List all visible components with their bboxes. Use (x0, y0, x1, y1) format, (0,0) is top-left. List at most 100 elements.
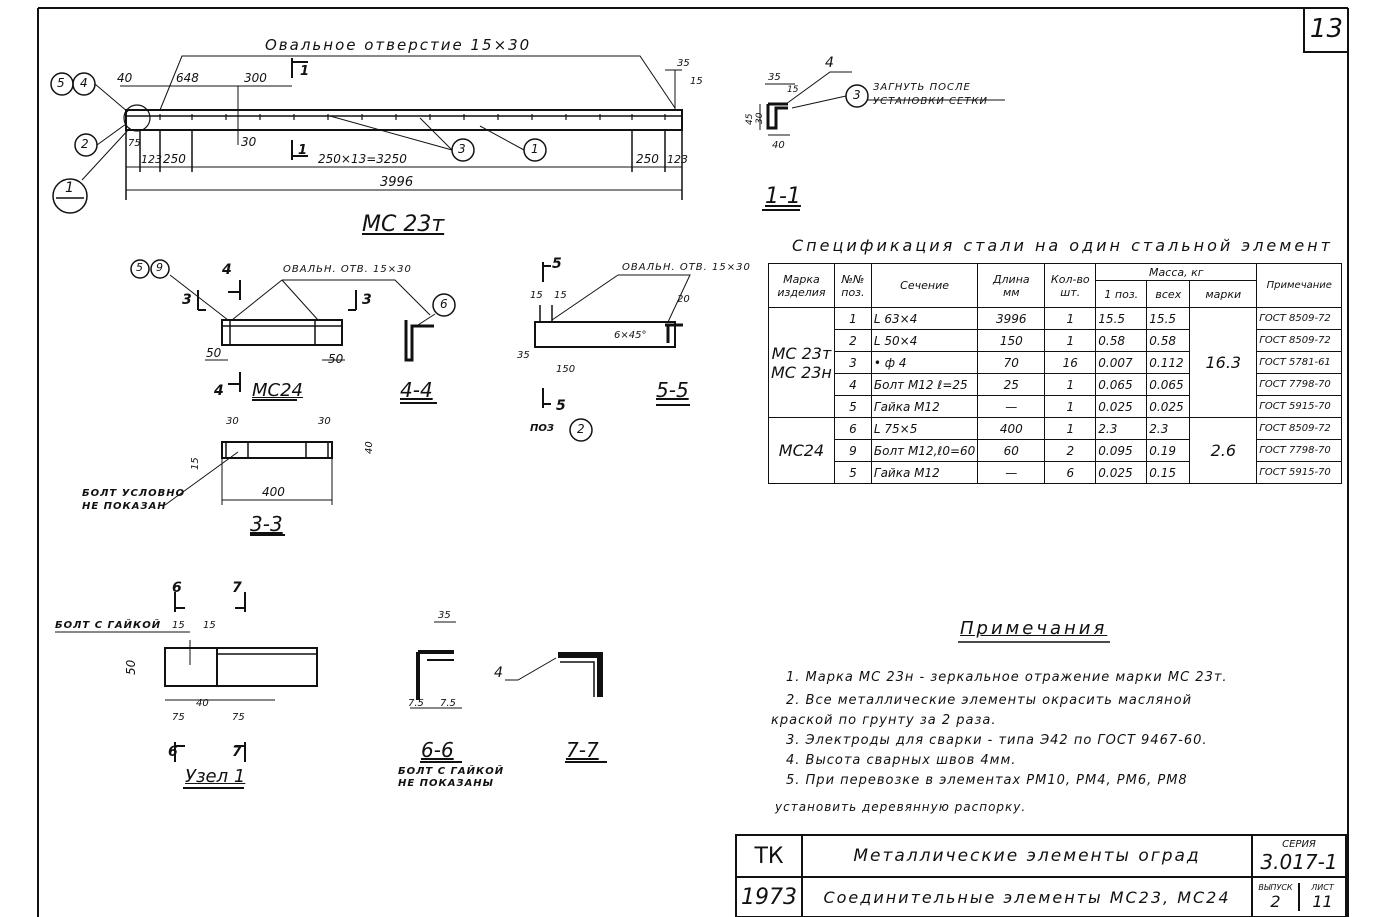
node-mark-6-bottom: 6 (168, 744, 178, 760)
spec-length: 400 (977, 417, 1046, 440)
spec-qty: 1 (1044, 395, 1097, 418)
spec-mass-all: 0.112 (1146, 351, 1191, 374)
section-3-3-note-1: БОЛТ УСЛОВНО (82, 488, 186, 499)
spec-section: Гайка М12 (870, 461, 979, 484)
callout-5: 5 (57, 76, 65, 90)
dimension-label: 75 (232, 712, 245, 723)
callout-1: 1 (531, 142, 539, 156)
dimension-label: 15 (554, 290, 567, 301)
pos-label: ПОЗ (530, 423, 554, 434)
spec-section: L 50×4 (870, 329, 979, 352)
dimension-label: 15 (787, 85, 799, 95)
sheet-value: 11 (1312, 892, 1333, 911)
title-block-issue-cell: ВЫПУСК 2 ЛИСТ 11 (1251, 876, 1347, 917)
spec-mass-all: 0.19 (1146, 439, 1191, 462)
spec-qty: 2 (1044, 439, 1097, 462)
spec-mass-pos: 15.5 (1095, 307, 1148, 330)
spec-section: • ф 4 (870, 351, 979, 374)
callout-6: 6 (440, 297, 448, 311)
section-1-1-note-1: ЗАГНУТЬ ПОСЛЕ (873, 82, 971, 93)
dimension-label: 300 (244, 71, 267, 85)
spec-mass-all: 0.58 (1146, 329, 1191, 352)
spec-section: L 63×4 (870, 307, 979, 330)
spec-length: 25 (977, 373, 1046, 396)
spec-qty: 6 (1044, 461, 1097, 484)
spec-length: 150 (977, 329, 1046, 352)
dimension-label: 30 (226, 416, 239, 427)
dimension-label: 30 (755, 112, 765, 124)
spec-qty: 16 (1044, 351, 1097, 374)
spec-section: Болт М12 ℓ=25 (870, 373, 979, 396)
node-mark-7-top: 7 (232, 580, 242, 596)
spec-mark-name: МС24 (778, 441, 825, 460)
title-block-line-2: Соединительные элементы МС23, МС24 (801, 876, 1253, 917)
note-line-1: 1. Марка МС 23н - зеркальное отражение м… (786, 670, 1228, 685)
spec-mass-mark: 2.6 (1189, 417, 1258, 484)
dimension-label: 40 (772, 140, 785, 151)
spec-note: ГОСТ 8509-72 (1256, 417, 1343, 440)
dimension-label: 150 (556, 364, 575, 375)
spec-mass-pos: 2.3 (1095, 417, 1148, 440)
dimension-label: 400 (262, 485, 285, 499)
spec-mass-pos: 0.065 (1095, 373, 1148, 396)
dimension-label: 35 (677, 58, 690, 69)
spec-mass-all: 0.065 (1146, 373, 1191, 396)
dimension-label: 50 (206, 346, 222, 360)
spec-qty: 1 (1044, 417, 1097, 440)
spec-note: ГОСТ 8509-72 (1256, 307, 1343, 330)
dimension-label: 3996 (380, 175, 413, 190)
section-3-3-title: 3-3 (250, 512, 283, 536)
section-mark-3-right: 3 (362, 292, 372, 308)
dimension-label: 75 (128, 138, 141, 149)
spec-mass-pos: 0.58 (1095, 329, 1148, 352)
pos-callout-2: 2 (577, 422, 585, 436)
section-mark-4-bottom: 4 (214, 383, 224, 399)
spec-note: ГОСТ 5781-61 (1256, 351, 1343, 374)
spec-header-mass-all: всех (1146, 280, 1191, 308)
spec-mass-all: 0.15 (1146, 461, 1191, 484)
spec-note: ГОСТ 7798-70 (1256, 439, 1343, 462)
spec-title: Спецификация стали на один стальной элем… (792, 236, 1333, 255)
node-ref-number: 1 (65, 180, 74, 196)
spec-pos: 3 (833, 351, 872, 374)
section-5-5-title: 5-5 (656, 378, 689, 402)
section-6-6-note-1: БОЛТ С ГАЙКОЙ (398, 766, 505, 777)
note-line-7: установить деревянную распорку. (775, 800, 1027, 814)
spec-header-mass-mark: марки (1189, 280, 1258, 308)
sheet-label: ЛИСТ (1311, 883, 1334, 892)
section-7-7-title: 7-7 (566, 738, 599, 762)
spec-section: Гайка М12 (870, 395, 979, 418)
callout-5b: 5 (136, 261, 143, 274)
spec-section: Болт М12,ℓ0=60 (870, 439, 979, 462)
spec-mark-name: МС 23н (771, 362, 832, 382)
spec-pos: 2 (833, 329, 872, 352)
section-mark-5-bottom: 5 (556, 398, 566, 414)
spec-pos: 4 (833, 373, 872, 396)
spec-mass-pos: 0.095 (1095, 439, 1148, 462)
dimension-label: 15 (190, 457, 201, 470)
section-mark-1-top: 1 (300, 64, 310, 79)
dimension-label: 35 (768, 72, 781, 83)
spec-mark-name: МС 23т (771, 343, 832, 363)
section-mark-5-top: 5 (552, 256, 562, 272)
dimension-label: 6×45° (614, 330, 646, 341)
dimension-label: 7.5 (408, 698, 424, 709)
dimension-label: 123 (667, 153, 688, 166)
spec-qty: 1 (1044, 373, 1097, 396)
dimension-label: 15 (172, 620, 185, 631)
mc24-hole-label: ОВАЛЬН. ОТВ. 15×30 (283, 264, 412, 275)
dimension-label: 30 (318, 416, 331, 427)
spec-pos: 5 (833, 395, 872, 418)
spec-note: ГОСТ 8509-72 (1256, 329, 1343, 352)
section-4-4-title: 4-4 (400, 378, 433, 402)
section-1-1-note-2: УСТАНОВКИ СЕТКИ (873, 96, 989, 107)
spec-note: ГОСТ 7798-70 (1256, 373, 1343, 396)
